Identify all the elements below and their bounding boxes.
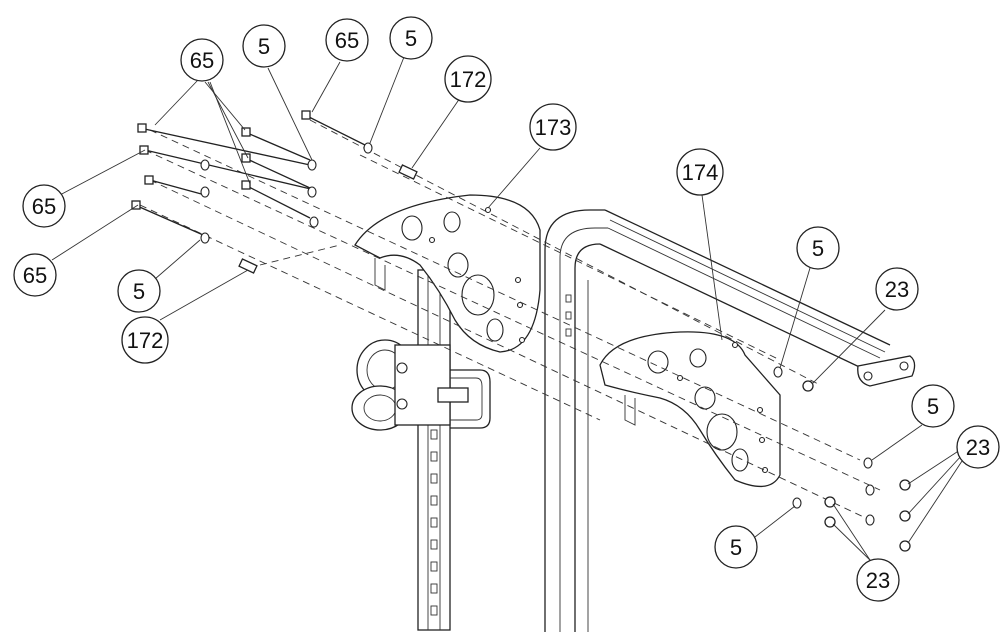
callout-172-top: 172 (444, 55, 492, 103)
callout-5-top-1: 5 (242, 24, 286, 68)
callout-label: 23 (966, 435, 990, 460)
callout-23-bottom: 23 (856, 558, 900, 602)
callout-173: 173 (529, 103, 577, 151)
callout-label: 5 (258, 34, 270, 59)
callout-label: 5 (730, 535, 742, 560)
alignment-lines (139, 119, 881, 521)
callout-65-left-1: 65 (22, 184, 66, 228)
callout-label: 65 (23, 263, 47, 288)
callout-23-right-top: 23 (875, 267, 919, 311)
callout-label: 172 (127, 328, 164, 353)
callout-label: 5 (927, 394, 939, 419)
callout-65-top-left: 65 (180, 38, 224, 82)
callout-5-top-2: 5 (389, 16, 433, 60)
callout-65-left-2: 65 (13, 253, 57, 297)
callout-label: 23 (885, 277, 909, 302)
callout-label: 174 (682, 160, 719, 185)
right-upright-post (544, 209, 608, 632)
callout-5-right-top: 5 (796, 226, 840, 270)
left-upright-post (417, 269, 451, 631)
callout-label: 65 (335, 28, 359, 53)
top-crossbar (599, 209, 916, 387)
pulley-assembly (351, 339, 491, 431)
left-fasteners (131, 110, 418, 274)
callout-label: 65 (190, 48, 214, 73)
callout-5-right-mid: 5 (911, 384, 955, 428)
callout-label: 23 (866, 568, 890, 593)
right-fasteners (773, 366, 911, 552)
plate-174 (599, 331, 781, 487)
plate-173 (354, 194, 541, 353)
callout-5-bottom: 5 (714, 525, 758, 569)
callout-label: 5 (133, 279, 145, 304)
callout-172-left: 172 (121, 316, 169, 364)
callout-23-right-mid: 23 (956, 425, 1000, 469)
leader-lines (51, 56, 965, 563)
callout-label: 65 (32, 194, 56, 219)
callout-65-top-center: 65 (325, 18, 369, 62)
callout-label: 172 (450, 67, 487, 92)
callout-label: 5 (812, 236, 824, 261)
callout-5-left: 5 (117, 269, 161, 313)
callout-174: 174 (676, 148, 724, 196)
callout-label: 173 (535, 115, 572, 140)
callout-label: 5 (405, 26, 417, 51)
